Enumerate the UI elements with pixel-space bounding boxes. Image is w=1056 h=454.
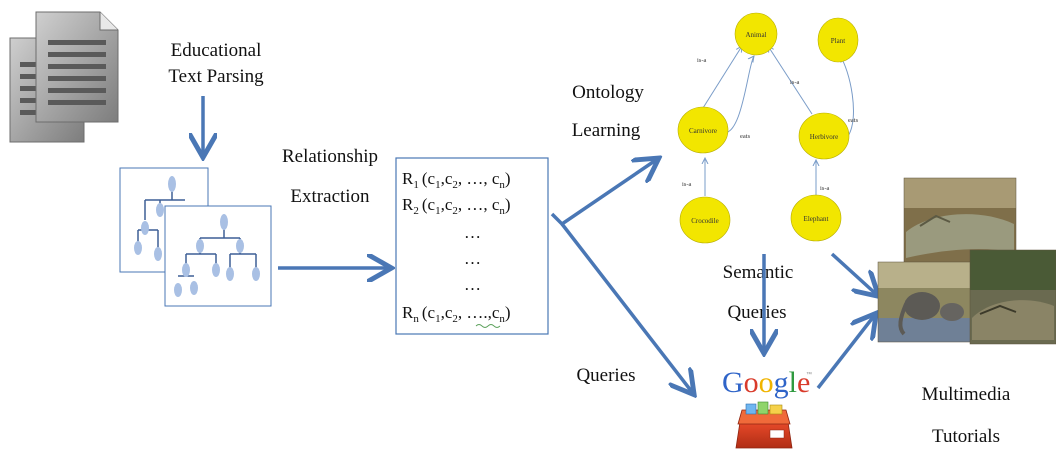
relationship-label-line2: Extraction: [290, 186, 370, 207]
elephant-photo: [877, 261, 989, 343]
relation-dots-2: …: [464, 249, 481, 268]
node-herbivore: [798, 112, 850, 160]
relations-box: [395, 157, 549, 335]
documents-icon: [9, 11, 119, 143]
ontology-graph: is-a is-a eats eats is-a is-a Animal Pla…: [677, 12, 859, 244]
edge-label-crocodile-isa: is-a: [682, 181, 692, 188]
edge-label-herbivore-eats: eats: [848, 117, 859, 124]
ontology-label-line2: Learning: [572, 120, 641, 141]
edge-label-carnivore-isa: is-a: [697, 57, 707, 64]
query-arrow: [560, 222, 692, 392]
svg-text:™: ™: [806, 371, 812, 378]
relation-rn: Rn(c1,c2, ….,cn): [402, 303, 511, 325]
multimedia-label-line2: Tutorials: [932, 426, 1000, 447]
node-animal: [734, 12, 778, 56]
ontology-label-line1: Ontology: [572, 82, 644, 103]
node-crocodile: [679, 196, 731, 244]
ontology-arrow: [550, 160, 656, 227]
relation-dots-3: …: [464, 275, 481, 294]
crocodile-photo: [903, 177, 1017, 265]
crocodile-group-photo: [969, 249, 1056, 345]
node-elephant: [790, 194, 842, 242]
node-animal-label: Animal: [746, 31, 767, 39]
parse-tree-icon: [119, 167, 272, 307]
node-herbivore-label: Herbivore: [810, 133, 838, 141]
media-box-icon: [735, 401, 793, 449]
node-elephant-label: Elephant: [804, 215, 829, 223]
node-carnivore-label: Carnivore: [689, 127, 717, 135]
node-crocodile-label: Crocodile: [691, 217, 719, 225]
edge-label-herbivore-isa: is-a: [790, 79, 800, 86]
parsing-label-line2: Text Parsing: [168, 66, 264, 87]
node-plant-label: Plant: [831, 37, 845, 45]
edge-label-elephant-isa: is-a: [820, 185, 830, 192]
relation-r1: R1(c1,c2, …, cn): [402, 169, 511, 191]
google-to-media-arrow: [816, 316, 874, 390]
relations-list: R1(c1,c2, …, cn) R2(c1,c2, …, cn) … … … …: [402, 169, 511, 328]
queries-label: Queries: [576, 365, 635, 386]
multimedia-label-line1: Multimedia: [922, 384, 1011, 405]
node-carnivore: [677, 106, 729, 154]
relation-r2: R2(c1,c2, …, cn): [402, 195, 511, 217]
multimedia-images: [877, 177, 1056, 345]
ontology-to-media-arrow: [830, 252, 876, 294]
relationship-label-line1: Relationship: [282, 146, 378, 167]
semantic-label-line2: Queries: [727, 302, 786, 323]
relation-dots-1: …: [464, 223, 481, 242]
semantic-label-line1: Semantic: [723, 262, 794, 283]
parsing-label-line1: Educational: [171, 40, 262, 61]
edge-label-carnivore-eats: eats: [740, 133, 751, 140]
node-plant: [817, 17, 859, 63]
google-logo: Google: [722, 366, 810, 399]
